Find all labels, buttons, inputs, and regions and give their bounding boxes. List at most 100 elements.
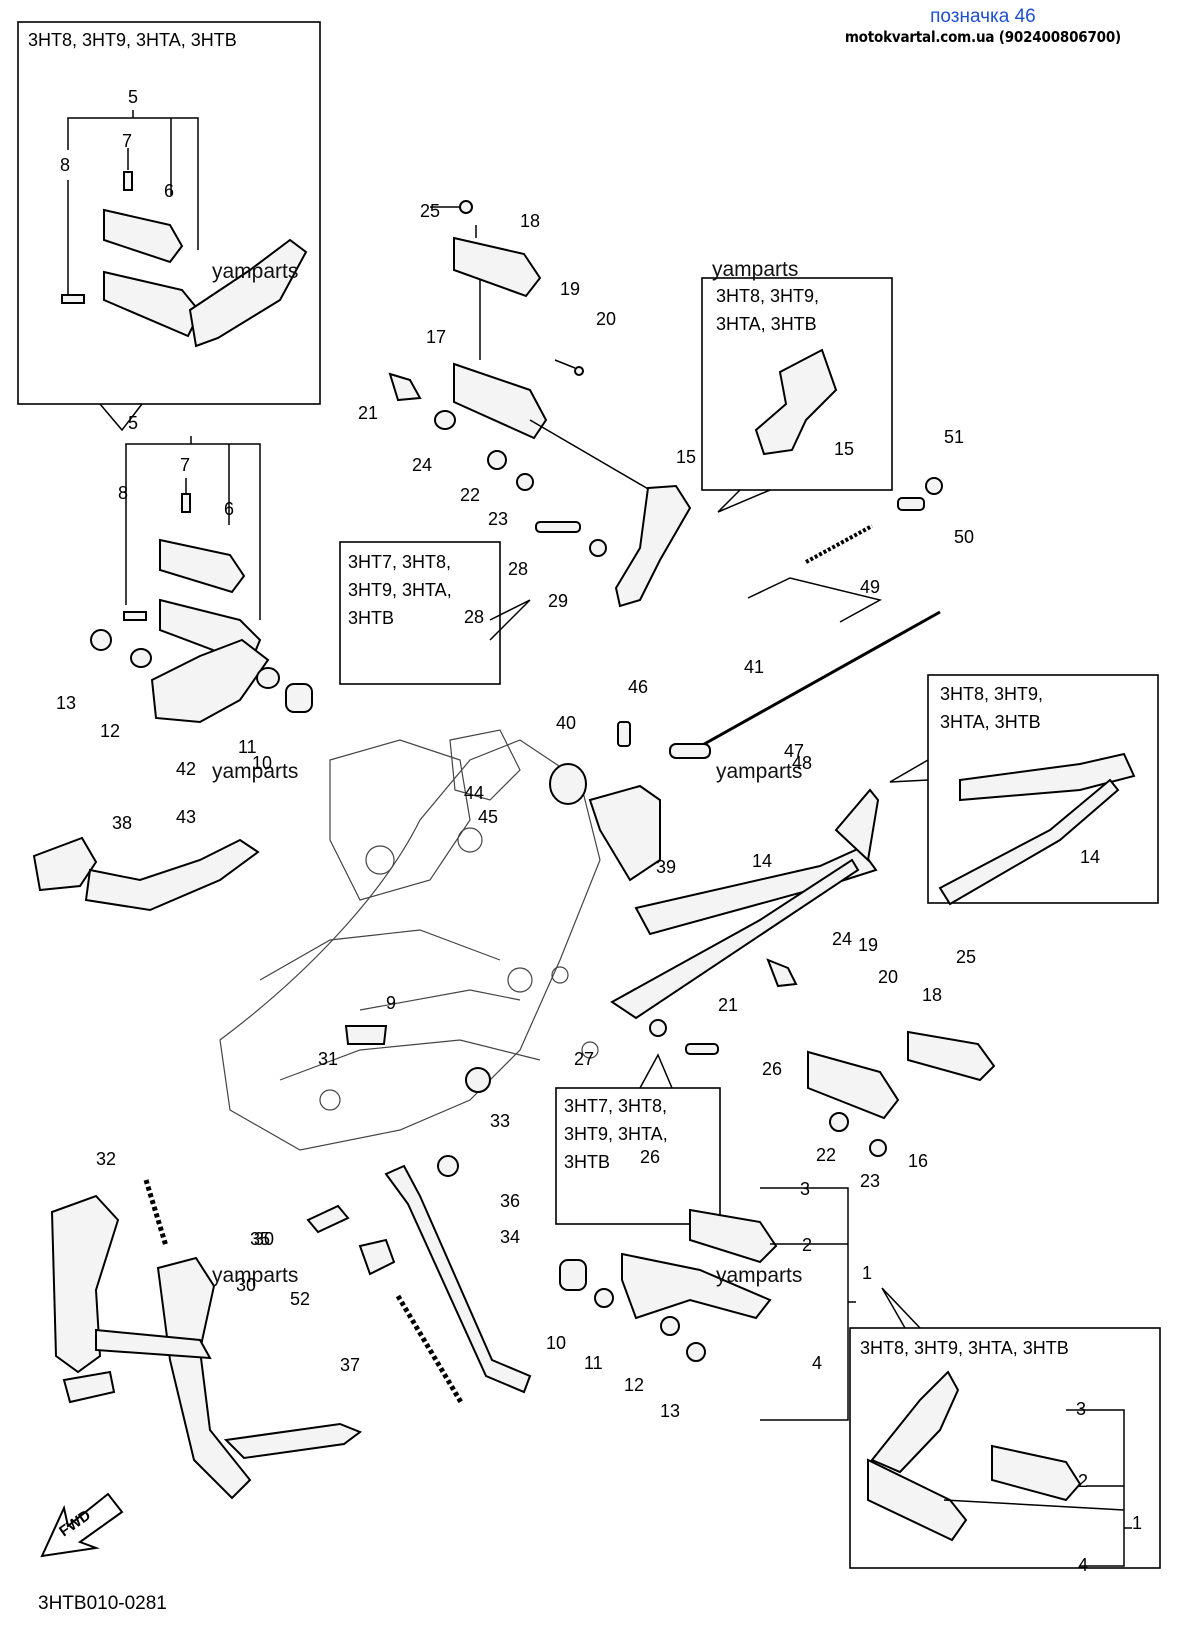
part-label: 7: [180, 455, 191, 475]
part-label: 10: [546, 1333, 567, 1353]
part-label: 22: [460, 485, 481, 505]
part-label: 39: [656, 857, 677, 877]
box-title-mid-left: 3HT7, 3HT8, 3HT9, 3HTA, 3HTB: [348, 552, 452, 628]
part-label: 52: [290, 1289, 311, 1309]
part-label: 40: [556, 713, 577, 733]
variant-box-top-left: [17, 21, 321, 405]
part-label: 28: [464, 607, 485, 627]
part-label: 12: [624, 1375, 645, 1395]
part-label: 19: [858, 935, 879, 955]
part-label: 17: [426, 327, 447, 347]
source-text: motokvartal.com.ua (902400806700): [844, 28, 1121, 46]
part-label: 4: [1078, 1555, 1089, 1575]
page-header: позначка 46 motokvartal.com.ua (90240080…: [845, 6, 1121, 46]
part-label: 8: [118, 483, 129, 503]
box-title-mid-right: 3HT8, 3HT9, 3HTA, 3HTB: [940, 684, 1044, 732]
part-label: 5: [128, 87, 139, 107]
part-label: 30: [254, 1229, 275, 1249]
box-title-upper-right: 3HT8, 3HT9, 3HTA, 3HTB: [716, 286, 820, 334]
rod-spring-parts: [689, 477, 943, 754]
part-label: 27: [574, 1049, 595, 1069]
watermark: yamparts: [712, 258, 799, 281]
part-label: 4: [812, 1353, 823, 1373]
part-label: 22: [816, 1145, 837, 1165]
part-label: 48: [792, 753, 813, 773]
part-label: 24: [412, 455, 433, 475]
part-label: 16: [908, 1151, 929, 1171]
part-label: 6: [164, 181, 175, 201]
part-label: 34: [500, 1227, 521, 1247]
part-label: 37: [340, 1355, 361, 1375]
part-label: 20: [596, 309, 617, 329]
part-label: 7: [122, 131, 133, 151]
part-label: 21: [358, 403, 379, 423]
part-label: 32: [96, 1149, 117, 1169]
part-label: 15: [676, 447, 697, 467]
part-label: 9: [386, 993, 397, 1013]
part-label: 25: [420, 201, 441, 221]
watermark: yamparts: [716, 1264, 803, 1287]
part-label: 2: [802, 1235, 813, 1255]
part-label: 31: [318, 1049, 339, 1069]
watermark: yamparts: [212, 260, 299, 283]
watermark: yamparts: [212, 1264, 299, 1287]
part-label: 2: [1078, 1471, 1089, 1491]
diagram-code: 3HTB010-0281: [38, 1593, 167, 1614]
part-label: 12: [100, 721, 121, 741]
left-footrest-parts: [90, 436, 313, 724]
box-title-top-left: 3HT8, 3HT9, 3HTA, 3HTB: [28, 30, 237, 50]
part-label: 21: [718, 995, 739, 1015]
footrest-bracket-14: [610, 752, 1136, 1020]
stand-parts: [50, 1025, 532, 1500]
part-label: 30: [236, 1275, 257, 1295]
part-label: 3: [1076, 1399, 1087, 1419]
part-label: 51: [944, 427, 965, 447]
part-label: 26: [762, 1059, 783, 1079]
watermark: yamparts: [716, 760, 803, 783]
part-label: 3: [800, 1179, 811, 1199]
part-label: 50: [954, 527, 975, 547]
part-label: 13: [660, 1401, 681, 1421]
part-label: 36: [500, 1191, 521, 1211]
part-label: 28: [508, 559, 529, 579]
part-label: 8: [60, 155, 71, 175]
variant-box-lower-mid: [555, 1087, 721, 1225]
frame-drawing: [219, 729, 601, 1151]
part-label: 23: [860, 1171, 881, 1191]
part-label: 11: [238, 737, 257, 757]
part-label: 46: [628, 677, 649, 697]
part-label: 1: [1132, 1513, 1143, 1533]
box-top-left-parts: [61, 110, 308, 348]
part-label: 35: [250, 1229, 271, 1249]
part-label: 18: [520, 211, 541, 231]
part-label: 33: [490, 1111, 511, 1131]
part-label: 6: [224, 499, 235, 519]
box-title-lower-mid: 3HT7, 3HT8, 3HT9, 3HTA, 3HTB: [564, 1096, 668, 1172]
part-label: 41: [744, 657, 765, 677]
part-label: 42: [176, 759, 197, 779]
part-label: 44: [464, 783, 485, 803]
part-label: 15: [834, 439, 855, 459]
box-title-bottom-right: 3HT8, 3HT9, 3HTA, 3HTB: [860, 1338, 1069, 1358]
part-label: 20: [878, 967, 899, 987]
part-label: 26: [640, 1147, 661, 1167]
lower-footrest-parts: [649, 958, 996, 1157]
part-label: 11: [584, 1353, 603, 1373]
part-label: 29: [548, 591, 569, 611]
part-label: 1: [862, 1263, 873, 1283]
bracket-15-variant: [754, 348, 838, 456]
part-label: 38: [112, 813, 133, 833]
watermark: yamparts: [212, 760, 299, 783]
part-label: 19: [560, 279, 581, 299]
part-label: 10: [252, 753, 273, 773]
part-label: 47: [784, 741, 805, 761]
variant-box-mid-left: [339, 541, 501, 685]
box-bottom-right-parts: [867, 1370, 1132, 1567]
part-label: 14: [1080, 847, 1101, 867]
part-label: 43: [176, 807, 197, 827]
diagram-tag: позначка 46: [930, 6, 1036, 27]
rear-footrest-parts: [559, 1187, 856, 1421]
part-label: 14: [752, 851, 773, 871]
part-label: 23: [488, 509, 509, 529]
